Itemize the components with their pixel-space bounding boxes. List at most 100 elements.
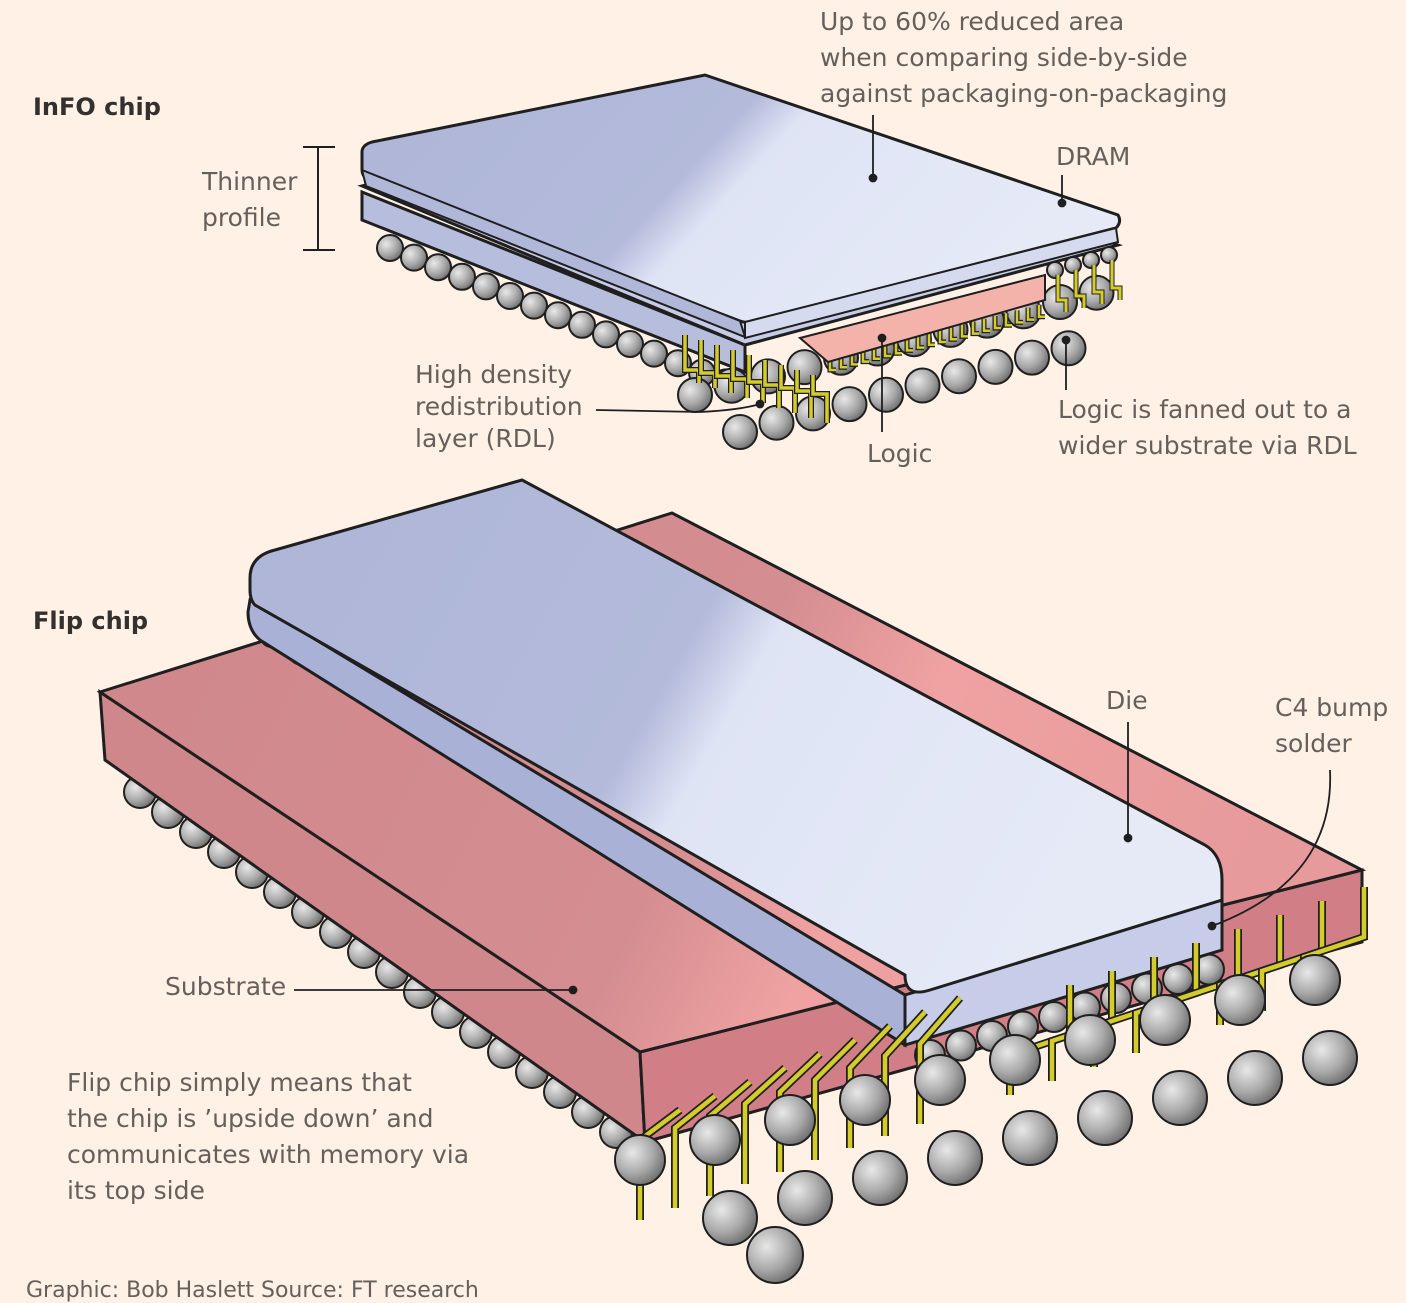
- solder-ball: [758, 404, 795, 441]
- solder-ball: [424, 253, 452, 282]
- rdl-trace: [905, 338, 913, 352]
- rdl-trace: [699, 340, 717, 388]
- substrate-trace: [812, 1038, 857, 1160]
- flip-chip: [96, 478, 1368, 1284]
- solder-ball: [400, 243, 428, 272]
- solder-ball: [777, 1170, 833, 1226]
- solder-ball: [941, 358, 977, 395]
- fanned-out-label: Logic is fanned out to a wider substrate…: [1058, 395, 1357, 460]
- solder-ball: [764, 1094, 816, 1146]
- solder-ball: [592, 320, 620, 349]
- solder-ball: [376, 234, 404, 262]
- rdl-trace: [916, 335, 924, 349]
- dram-label: DRAM: [1056, 142, 1131, 171]
- solder-ball: [1077, 1090, 1133, 1146]
- rdl-trace: [861, 349, 869, 363]
- info-chip: [357, 73, 1123, 450]
- solder-ball: [689, 1114, 741, 1166]
- rdl-trace: [1092, 265, 1104, 304]
- solder-ball: [1214, 974, 1266, 1026]
- info-rdl-traces: [682, 246, 1123, 423]
- substrate-label: Substrate: [165, 972, 287, 1001]
- solder-ball: [616, 330, 644, 358]
- logic-label: Logic: [867, 439, 933, 468]
- flip-solder-balls-front: [614, 954, 1358, 1284]
- solder-ball: [496, 282, 524, 310]
- info-chip-title: InFO chip: [33, 93, 161, 121]
- thinner-profile-label: Thinner profile: [202, 167, 298, 232]
- c4-bump-label: C4 bump solder: [1275, 693, 1389, 758]
- info-lower-layer-side: [360, 189, 747, 375]
- rdl-trace: [715, 345, 733, 393]
- credit-line: Graphic: Bob Haslett Source: FT research: [26, 1278, 479, 1303]
- solder-ball: [568, 310, 596, 339]
- c4-bump: [945, 1029, 977, 1062]
- info-dram-front-side: [744, 226, 1120, 340]
- solder-ball: [1100, 246, 1118, 264]
- rdl-trace: [1110, 260, 1122, 300]
- solder-ball: [839, 1074, 891, 1126]
- solder-ball: [472, 272, 500, 301]
- solder-ball: [904, 367, 941, 404]
- solder-ball: [1064, 256, 1082, 274]
- rdl-label: High density redistribution layer (RDL): [415, 360, 583, 453]
- solder-ball: [831, 386, 868, 423]
- solder-ball: [722, 414, 758, 450]
- rdl-trace: [850, 352, 858, 366]
- solder-ball: [1227, 1050, 1283, 1106]
- rdl-trace: [1037, 304, 1045, 319]
- info-leader-lines: [595, 115, 1071, 432]
- solder-ball: [702, 1190, 758, 1246]
- rdl-trace: [883, 344, 891, 358]
- substrate-trace: [672, 1094, 717, 1208]
- c4-bump: [1038, 1001, 1070, 1033]
- rdl-trace: [763, 360, 781, 408]
- rdl-trace: [938, 330, 946, 344]
- solder-ball: [1046, 261, 1064, 279]
- rdl-trace: [982, 318, 990, 333]
- rdl-trace: [971, 321, 979, 335]
- rdl-trace: [872, 346, 880, 361]
- info-logic-die: [797, 273, 1046, 364]
- solder-ball: [786, 349, 823, 386]
- solder-ball: [677, 377, 713, 413]
- solder-ball: [1289, 954, 1341, 1006]
- thinner-profile-bracket: [303, 146, 335, 251]
- rdl-trace: [747, 355, 765, 403]
- rdl-trace: [1026, 307, 1034, 321]
- rdl-trace: [927, 332, 935, 347]
- solder-ball: [448, 262, 476, 291]
- rdl-trace: [993, 316, 1001, 330]
- rdl-trace: [1074, 270, 1086, 308]
- reduced-area-label: Up to 60% reduced area when comparing si…: [820, 7, 1228, 108]
- solder-ball: [1064, 1014, 1116, 1066]
- solder-ball: [544, 301, 572, 330]
- solder-ball: [852, 1150, 908, 1206]
- rdl-trace: [1056, 275, 1068, 312]
- c4-bump: [1162, 963, 1194, 995]
- solder-ball: [914, 1054, 966, 1106]
- solder-ball: [614, 1134, 666, 1186]
- solder-ball: [868, 376, 904, 413]
- flip-leader-lines: [294, 722, 1332, 995]
- solder-ball: [520, 291, 548, 320]
- solder-ball: [1302, 1030, 1358, 1086]
- die-side: [246, 597, 907, 1048]
- rdl-trace: [795, 370, 813, 418]
- substrate-trace: [742, 1066, 787, 1184]
- die-top: [248, 478, 1224, 994]
- rdl-trace: [894, 341, 902, 355]
- solder-ball: [1139, 994, 1191, 1046]
- solder-ball: [640, 339, 668, 368]
- rdl-trace: [1004, 313, 1012, 327]
- substrate-trace: [847, 1024, 892, 1148]
- rdl-trace: [949, 327, 957, 341]
- rdl-trace: [731, 350, 749, 398]
- flip-description: Flip chip simply means that the chip is …: [67, 1068, 470, 1205]
- rdl-trace: [779, 365, 797, 413]
- solder-ball: [1152, 1070, 1208, 1126]
- rdl-trace: [811, 375, 829, 423]
- rdl-trace: [683, 335, 701, 383]
- substrate-trace: [777, 1052, 822, 1172]
